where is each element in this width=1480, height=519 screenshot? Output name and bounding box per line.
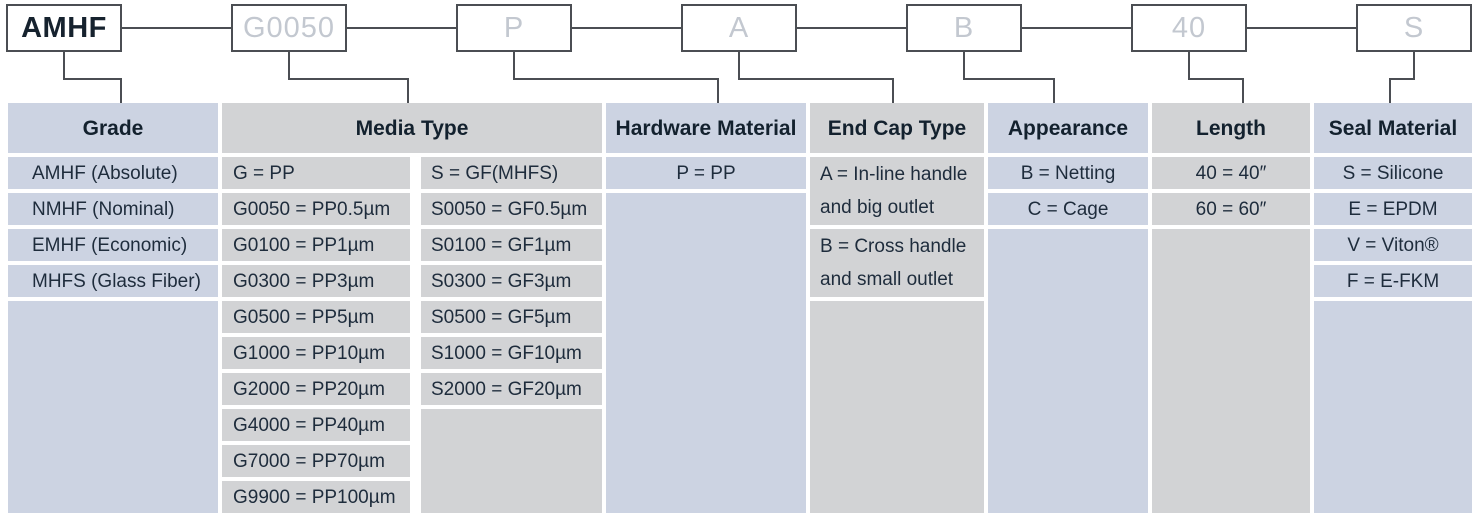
connector-lines xyxy=(63,27,1415,104)
seal-material-option: V = Viton® xyxy=(1314,229,1472,261)
column-header-media-type: Media Type xyxy=(222,103,602,153)
grade-option: MHFS (Glass Fiber) xyxy=(8,265,218,297)
media-type-pp-option: G4000 = PP40µm xyxy=(222,409,410,441)
media-type-gf-option: S0300 = GF3µm xyxy=(421,265,602,297)
appearance-option: C = Cage xyxy=(988,193,1148,225)
media-type-gf-empty-cell xyxy=(421,409,602,513)
media-type-gf-option: S2000 = GF20µm xyxy=(421,373,602,405)
media-type-pp-option: G2000 = PP20µm xyxy=(222,373,410,405)
media-type-gf-option: S1000 = GF10µm xyxy=(421,337,602,369)
code-box-hardware-material: P xyxy=(456,4,572,52)
seal-material-option: F = E-FKM xyxy=(1314,265,1472,297)
length-option: 60 = 60″ xyxy=(1152,193,1310,225)
length-option: 40 = 40″ xyxy=(1152,157,1310,189)
code-box-grade-label: AMHF xyxy=(21,11,107,44)
column-header-end-cap-type: End Cap Type xyxy=(810,103,984,153)
grade-option: AMHF (Absolute) xyxy=(8,157,218,189)
grade-option: EMHF (Economic) xyxy=(8,229,218,261)
seal-material-empty-cell xyxy=(1314,301,1472,513)
media-type-gf-option: S0100 = GF1µm xyxy=(421,229,602,261)
media-type-pp-option: G1000 = PP10µm xyxy=(222,337,410,369)
appearance-option: B = Netting xyxy=(988,157,1148,189)
code-box-length: 40 xyxy=(1131,4,1247,52)
code-box-appearance: B xyxy=(906,4,1022,52)
code-box-seal-material-label: S xyxy=(1403,11,1425,44)
appearance-empty-cell xyxy=(988,229,1148,513)
code-box-appearance-label: B xyxy=(953,11,975,44)
media-type-pp-option: G0050 = PP0.5µm xyxy=(222,193,410,225)
column-header-grade: Grade xyxy=(8,103,218,153)
media-type-gf-option: S0050 = GF0.5µm xyxy=(421,193,602,225)
media-type-pp-option: G9900 = PP100µm xyxy=(222,481,410,513)
end-cap-type-empty-cell xyxy=(810,301,984,513)
grade-option: NMHF (Nominal) xyxy=(8,193,218,225)
seal-material-option: E = EPDM xyxy=(1314,193,1472,225)
media-type-gf-option: S0500 = GF5µm xyxy=(421,301,602,333)
column-header-seal-material: Seal Material xyxy=(1314,103,1472,153)
hardware-material-option: P = PP xyxy=(606,157,806,189)
code-box-hardware-material-label: P xyxy=(503,11,525,44)
code-box-media-type: G0050 xyxy=(231,4,347,52)
hardware-material-empty-cell xyxy=(606,193,806,513)
media-type-pp-option: G0300 = PP3µm xyxy=(222,265,410,297)
seal-material-option: S = Silicone xyxy=(1314,157,1472,189)
code-box-end-cap-type: A xyxy=(681,4,797,52)
grade-empty-cell xyxy=(8,301,218,513)
column-header-length: Length xyxy=(1152,103,1310,153)
media-type-pp-option: G = PP xyxy=(222,157,410,189)
code-box-length-label: 40 xyxy=(1171,11,1207,44)
code-box-media-type-label: G0050 xyxy=(242,11,336,44)
column-header-hardware-material: Hardware Material xyxy=(606,103,806,153)
column-header-appearance: Appearance xyxy=(988,103,1148,153)
media-type-gf-option: S = GF(MHFS) xyxy=(421,157,602,189)
media-type-pp-option: G7000 = PP70µm xyxy=(222,445,410,477)
end-cap-type-option: A = In-line handle and big outlet xyxy=(810,157,984,225)
media-type-pp-option: G0100 = PP1µm xyxy=(222,229,410,261)
end-cap-type-option: B = Cross handle and small outlet xyxy=(810,229,984,297)
code-box-end-cap-type-label: A xyxy=(728,11,750,44)
code-box-seal-material: S xyxy=(1356,4,1472,52)
length-empty-cell xyxy=(1152,229,1310,513)
code-box-grade: AMHF xyxy=(6,4,122,52)
media-type-pp-option: G0500 = PP5µm xyxy=(222,301,410,333)
